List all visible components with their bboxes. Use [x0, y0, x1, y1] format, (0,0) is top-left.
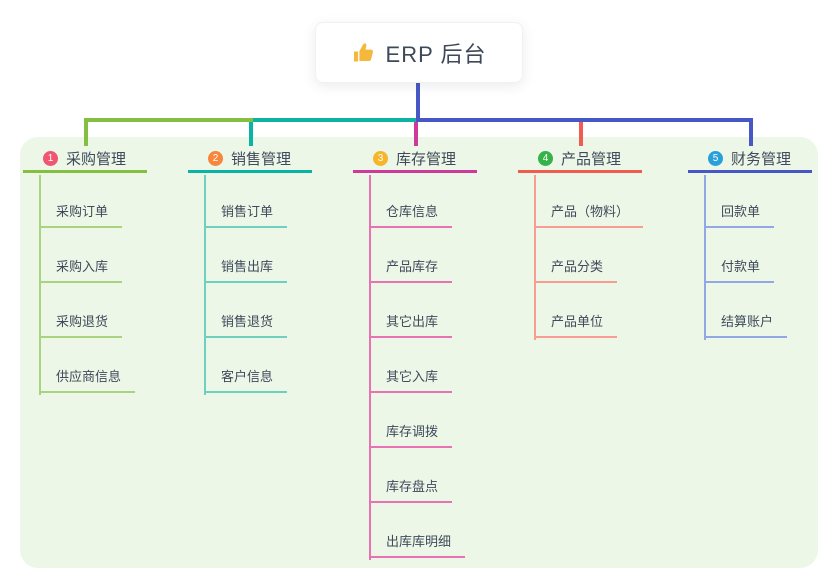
child-node[interactable]: 供应商信息	[39, 367, 136, 393]
child-node-label: 付款单	[721, 259, 761, 274]
child-node[interactable]: 产品（物料）	[534, 202, 644, 228]
branch-node-2[interactable]: 2 销售管理	[188, 147, 312, 173]
child-node[interactable]: 客户信息	[204, 367, 288, 393]
child-node[interactable]: 销售出库	[204, 257, 288, 283]
child-node[interactable]: 采购退货	[39, 312, 123, 338]
branch-number-badge: 2	[208, 151, 223, 166]
connector-segment-right	[416, 118, 753, 122]
branch-title-label: 产品管理	[561, 151, 622, 168]
child-tree-line-1	[39, 175, 41, 395]
branch-node-3[interactable]: 3 库存管理	[353, 147, 477, 173]
branch-drop-line-2	[249, 118, 253, 146]
child-node-label: 销售出库	[221, 259, 274, 274]
child-node-label: 采购入库	[56, 259, 109, 274]
child-node-label: 仓库信息	[386, 204, 439, 219]
branch-number-badge: 5	[708, 151, 723, 166]
branch-title-label: 库存管理	[396, 151, 457, 168]
connector-segment-left	[86, 118, 253, 122]
child-node-label: 供应商信息	[56, 369, 122, 384]
child-node-label: 库存盘点	[386, 479, 439, 494]
child-tree-line-4	[534, 175, 536, 340]
child-node-label: 产品（物料）	[551, 204, 630, 219]
branches-panel	[20, 137, 818, 568]
child-node[interactable]: 仓库信息	[369, 202, 453, 228]
root-node-label: ERP 后台	[385, 41, 487, 67]
child-node-label: 产品单位	[551, 314, 604, 329]
child-node-label: 采购订单	[56, 204, 109, 219]
child-node-label: 其它出库	[386, 314, 439, 329]
child-node-label: 其它入库	[386, 369, 439, 384]
child-node[interactable]: 结算账户	[704, 312, 788, 338]
child-node-label: 销售订单	[221, 204, 274, 219]
child-node[interactable]: 其它出库	[369, 312, 453, 338]
child-node[interactable]: 产品分类	[534, 257, 618, 283]
branch-drop-line-4	[579, 118, 583, 146]
branch-drop-line-5	[749, 118, 753, 146]
branch-number-badge: 4	[538, 151, 553, 166]
branch-number-badge: 3	[373, 151, 388, 166]
root-connector-line	[416, 83, 420, 122]
child-node-label: 结算账户	[721, 314, 774, 329]
child-node[interactable]: 付款单	[704, 257, 775, 283]
child-node-label: 出库库明细	[386, 534, 452, 549]
child-node[interactable]: 采购订单	[39, 202, 123, 228]
branch-node-5[interactable]: 5 财务管理	[688, 147, 812, 173]
branch-title-label: 销售管理	[231, 151, 292, 168]
child-node-label: 回款单	[721, 204, 761, 219]
branch-node-1[interactable]: 1 采购管理	[23, 147, 147, 173]
child-tree-line-2	[204, 175, 206, 395]
child-node-label: 库存调拨	[386, 424, 439, 439]
child-node[interactable]: 回款单	[704, 202, 775, 228]
child-node[interactable]: 库存盘点	[369, 477, 453, 503]
child-node[interactable]: 销售退货	[204, 312, 288, 338]
root-node[interactable]: ERP 后台	[315, 22, 523, 83]
child-node[interactable]: 产品库存	[369, 257, 453, 283]
child-node-label: 客户信息	[221, 369, 274, 384]
child-node[interactable]: 其它入库	[369, 367, 453, 393]
child-node-label: 采购退货	[56, 314, 109, 329]
child-tree-line-3	[369, 175, 371, 560]
branch-drop-line-3	[414, 118, 418, 146]
child-node[interactable]: 出库库明细	[369, 532, 466, 558]
thumbs-up-icon	[352, 41, 376, 65]
child-node-label: 销售退货	[221, 314, 274, 329]
branch-number-badge: 1	[43, 151, 58, 166]
child-node[interactable]: 销售订单	[204, 202, 288, 228]
connector-segment-middle	[253, 118, 418, 122]
child-node[interactable]: 产品单位	[534, 312, 618, 338]
child-node[interactable]: 库存调拨	[369, 422, 453, 448]
child-node-label: 产品库存	[386, 259, 439, 274]
child-node-label: 产品分类	[551, 259, 604, 274]
child-node[interactable]: 采购入库	[39, 257, 123, 283]
branch-node-4[interactable]: 4 产品管理	[518, 147, 642, 173]
child-tree-line-5	[704, 175, 706, 340]
branch-drop-line-1	[84, 118, 88, 146]
branch-title-label: 财务管理	[731, 151, 792, 168]
branch-title-label: 采购管理	[66, 151, 127, 168]
